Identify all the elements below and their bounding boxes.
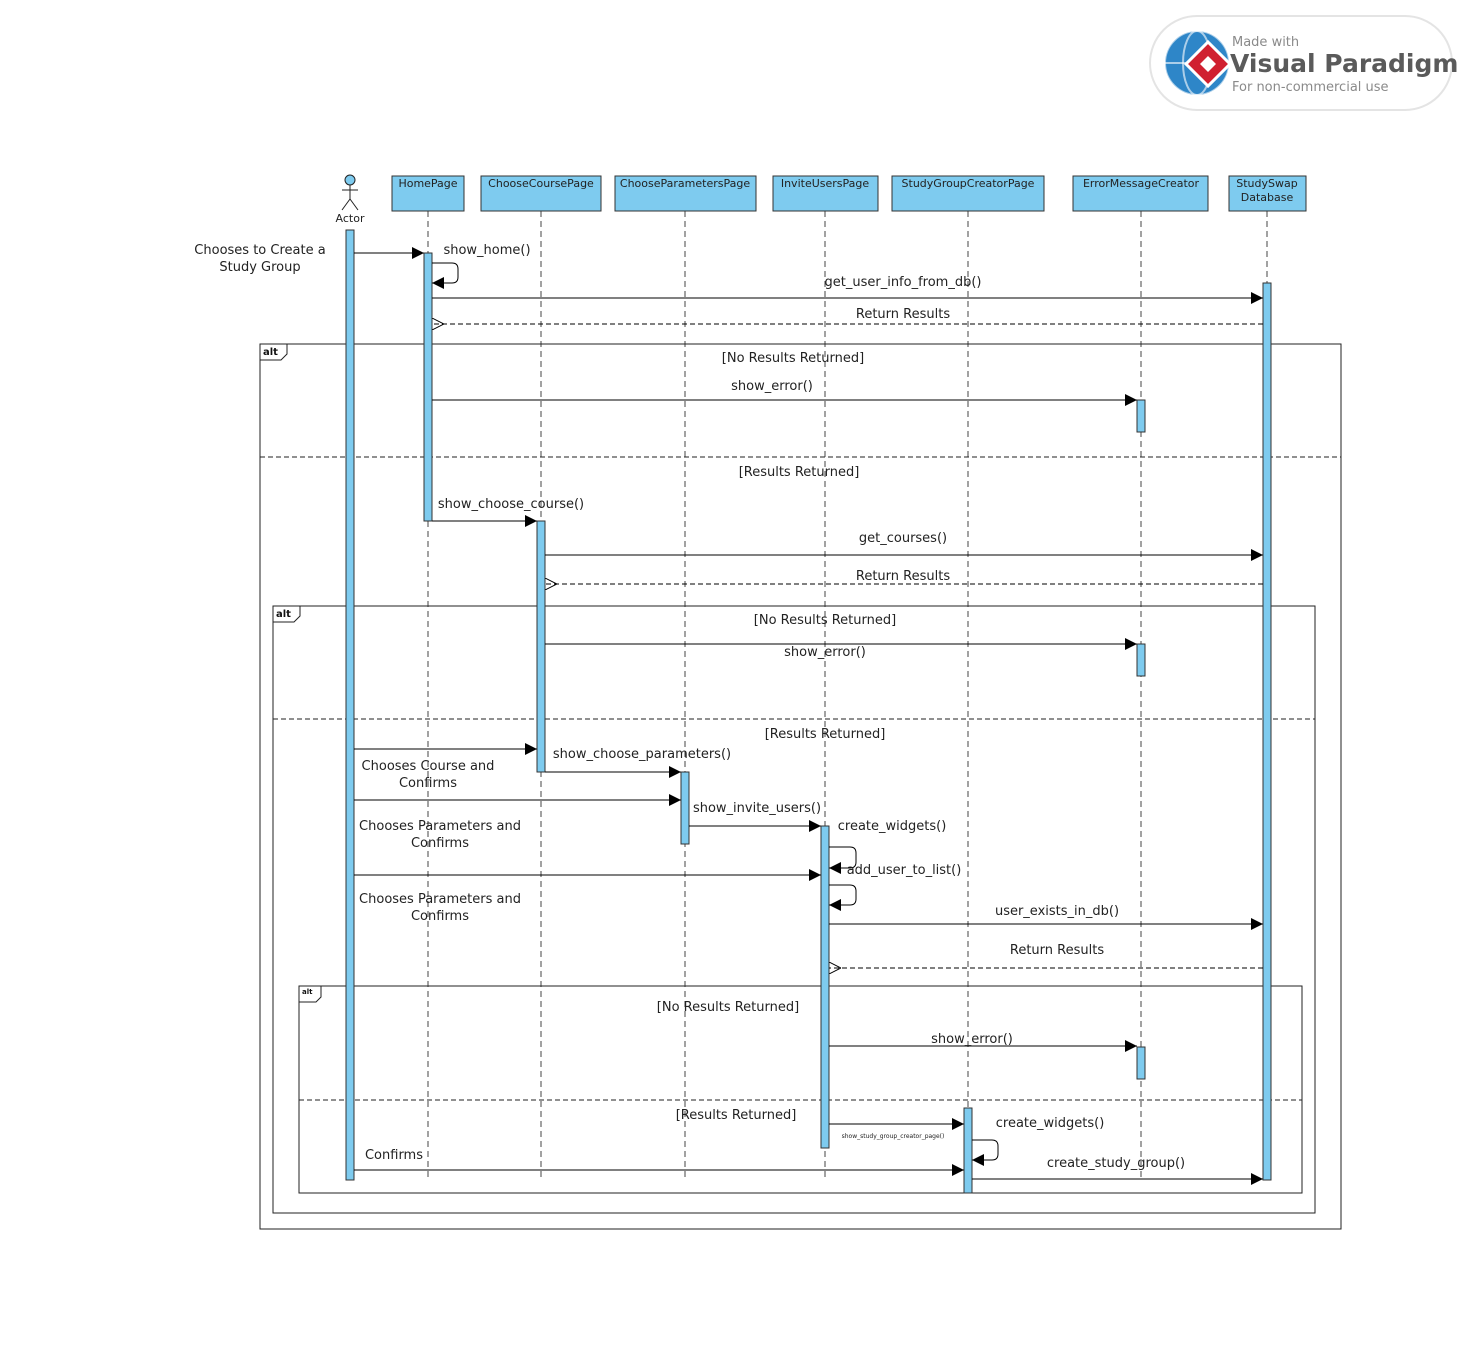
watermark: Made with Visual Paradigm For non-commer… (1149, 15, 1458, 111)
database-label-line1: StudySwap (1236, 177, 1297, 190)
chooseparams-label: ChooseParametersPage (620, 177, 750, 190)
note-chooses-course-line1: Chooses Course and (362, 759, 495, 774)
watermark-line1: Made with (1232, 35, 1299, 50)
actor-icon (341, 174, 359, 211)
label-create-widgets-1: create_widgets() (838, 819, 947, 834)
errorcreator-header (1072, 175, 1209, 212)
label-get-courses: get_courses() (859, 531, 947, 546)
actor (341, 174, 359, 211)
errorcreator-activation-2 (1136, 643, 1146, 677)
middle-guard-no-results: [No Results Returned] (754, 613, 896, 628)
label-show-home: show_home() (443, 243, 530, 258)
homepage-label: HomePage (398, 177, 457, 190)
lifeline-headers: HomePage ChooseCoursePage ChooseParamete… (391, 175, 1307, 212)
choosecourse-activation (536, 520, 546, 773)
studygroupcreator-header (891, 175, 1045, 212)
middle-alt-tab (273, 606, 301, 623)
note-chooses-create-line2: Study Group (219, 260, 300, 275)
fragments (259, 343, 1342, 1230)
label-get-user-info: get_user_info_from_db() (825, 275, 982, 290)
actor-activation (345, 229, 355, 1181)
choosecourse-header (480, 175, 602, 212)
errorcreator-activation-3 (1136, 1046, 1146, 1080)
inviteusers-activation (820, 825, 830, 1149)
label-show-error-1: show_error() (731, 379, 813, 394)
msg-create-widgets-self (829, 846, 857, 874)
label-show-error-3: show_error() (931, 1032, 1013, 1047)
watermark-line3: For non-commercial use (1232, 80, 1389, 95)
outer-guard-no-results: [No Results Returned] (722, 351, 864, 366)
label-return-results-1: Return Results (856, 307, 950, 322)
label-return-results-3: Return Results (1010, 943, 1104, 958)
label-show-invite-users: show_invite_users() (693, 801, 821, 816)
message-arrows (354, 247, 1263, 1185)
label-show-error-2: show_error() (784, 645, 866, 660)
note-chooses-create-line1: Chooses to Create a (194, 243, 325, 258)
label-add-user-to-list: add_user_to_list() (847, 863, 962, 878)
inner-alt-fragment (298, 985, 1303, 1194)
watermark-line2: Visual Paradigm (1230, 49, 1458, 78)
errorcreator-label: ErrorMessageCreator (1083, 177, 1200, 190)
middle-alt-keyword: alt (276, 609, 291, 620)
label-create-widgets-2: create_widgets() (996, 1116, 1105, 1131)
note-chooses-params2-line2: Confirms (411, 909, 469, 924)
inner-alt-keyword: alt (302, 988, 313, 996)
label-user-exists-in-db: user_exists_in_db() (995, 904, 1119, 919)
studygroupcreator-activation (963, 1107, 973, 1194)
label-create-study-group: create_study_group() (1047, 1156, 1185, 1171)
studygroupcreator-label: StudyGroupCreatorPage (902, 177, 1035, 190)
msg-show-home-self (432, 262, 459, 289)
homepage-header (391, 175, 465, 212)
msg-add-user-self (829, 884, 857, 911)
inner-guard-results: [Results Returned] (676, 1108, 797, 1123)
middle-alt-fragment (272, 605, 1316, 1214)
inviteusers-label: InviteUsersPage (781, 177, 870, 190)
database-activation (1262, 282, 1272, 1181)
outer-guard-results: [Results Returned] (739, 465, 860, 480)
errorcreator-activation-1 (1136, 399, 1146, 433)
note-confirms: Confirms (365, 1148, 423, 1163)
middle-guard-results: [Results Returned] (765, 727, 886, 742)
note-chooses-params2-line1: Chooses Parameters and (359, 892, 521, 907)
outer-alt-keyword: alt (263, 347, 278, 358)
chooseparams-activation (680, 771, 690, 845)
homepage-activation (423, 252, 433, 522)
outer-alt-fragment (259, 343, 1342, 1230)
note-chooses-params1-line1: Chooses Parameters and (359, 819, 521, 834)
inner-alt-tab (299, 986, 322, 1003)
chooseparams-header (614, 175, 757, 212)
label-show-study-group-creator: show_study_group_creator_page() (842, 1133, 945, 1140)
note-chooses-course-line2: Confirms (399, 776, 457, 791)
label-return-results-2: Return Results (856, 569, 950, 584)
msg-create-widgets-2-self (972, 1139, 999, 1166)
actor-label: Actor (336, 212, 365, 225)
inviteusers-header (772, 175, 879, 212)
label-show-choose-parameters: show_choose_parameters() (553, 747, 731, 762)
choosecourse-label: ChooseCoursePage (488, 177, 594, 190)
activation-bars (345, 229, 1272, 1194)
visual-paradigm-logo-icon (1164, 30, 1233, 96)
inner-guard-no-results: [No Results Returned] (657, 1000, 799, 1015)
database-header (1228, 175, 1307, 212)
database-label-line2: Database (1241, 191, 1294, 204)
label-show-choose-course: show_choose_course() (438, 497, 584, 512)
note-chooses-params1-line2: Confirms (411, 836, 469, 851)
outer-alt-tab (260, 344, 288, 361)
